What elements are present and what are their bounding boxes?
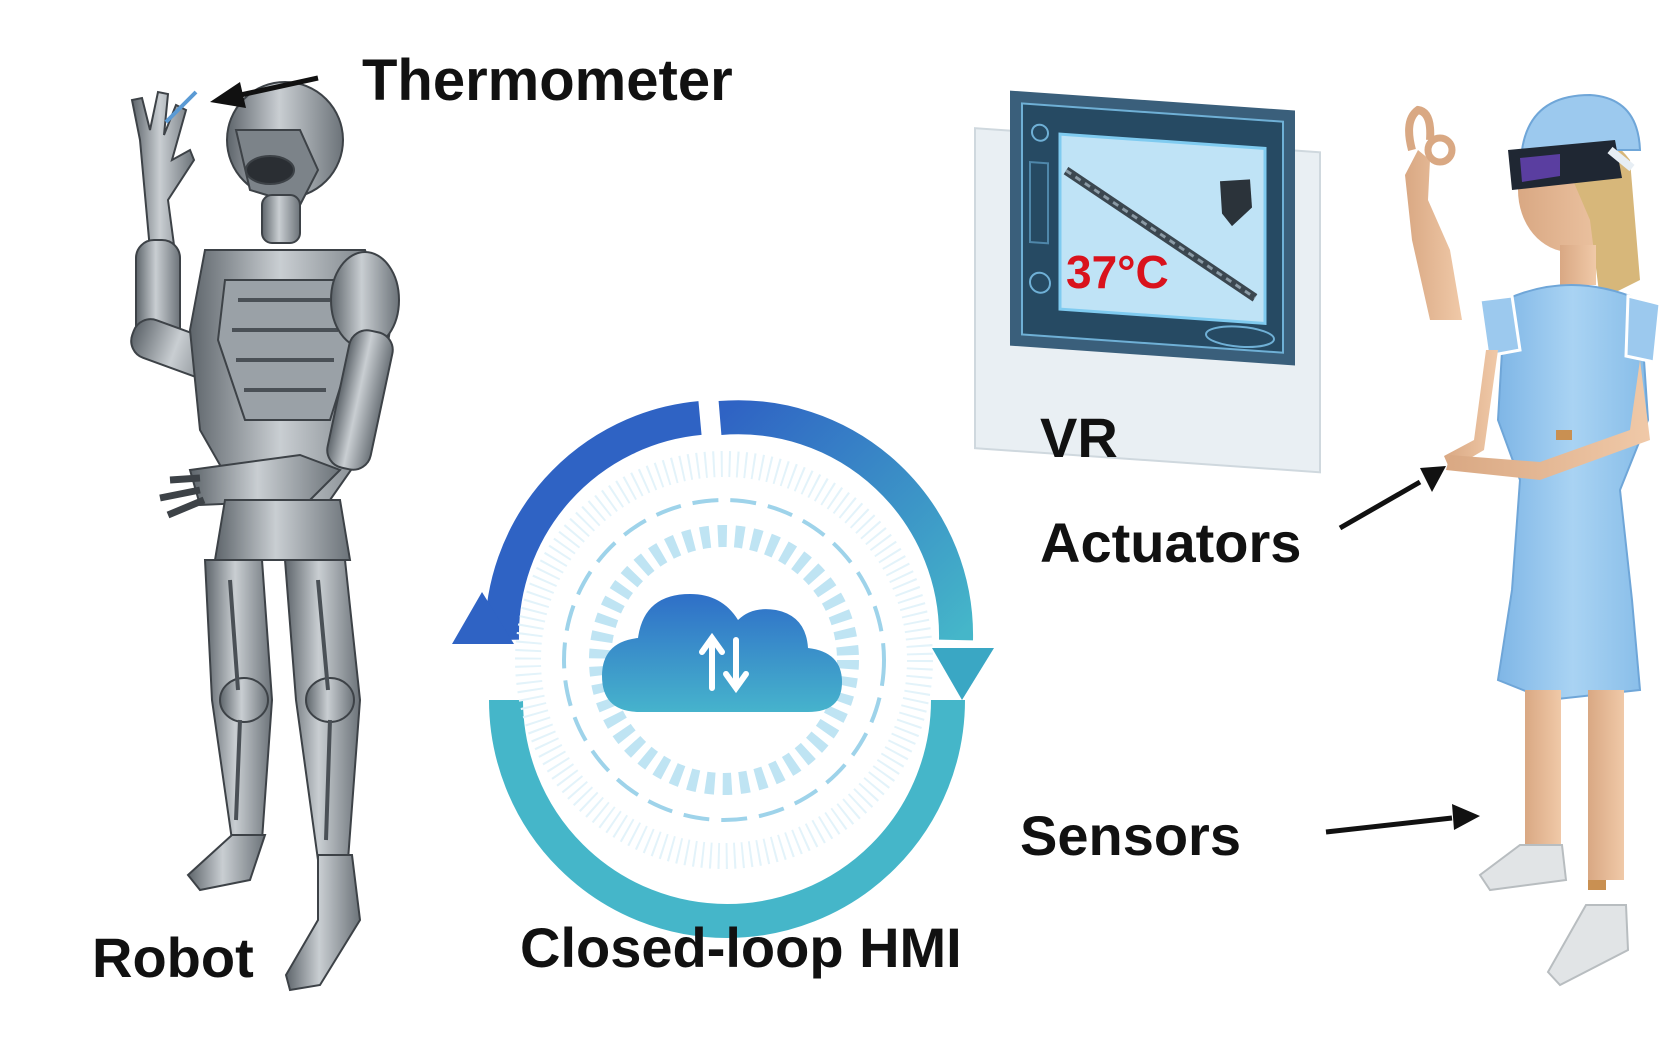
robot-figure [130,81,400,992]
vr-label: VR [1040,406,1118,469]
human-operator-figure [1405,93,1662,987]
actuators-arrow [1338,466,1446,531]
sensors-label: Sensors [1020,804,1241,867]
cloud-sync-icon [602,594,842,712]
thermometer-arrow [210,75,319,108]
closed-loop-hmi-label: Closed-loop HMI [520,916,962,979]
loop-arrow-up [452,592,514,644]
thermometer-label: Thermometer [362,48,733,113]
vr-temperature-readout: 37°C [1066,246,1169,298]
closed-loop-ring [452,400,994,938]
loop-arrow-down [932,648,994,700]
thermometer-probe [164,90,198,124]
sensors-arrow [1325,804,1480,835]
robot-label: Robot [92,926,254,989]
actuators-label: Actuators [1040,511,1302,574]
vr-screen [974,90,1321,474]
